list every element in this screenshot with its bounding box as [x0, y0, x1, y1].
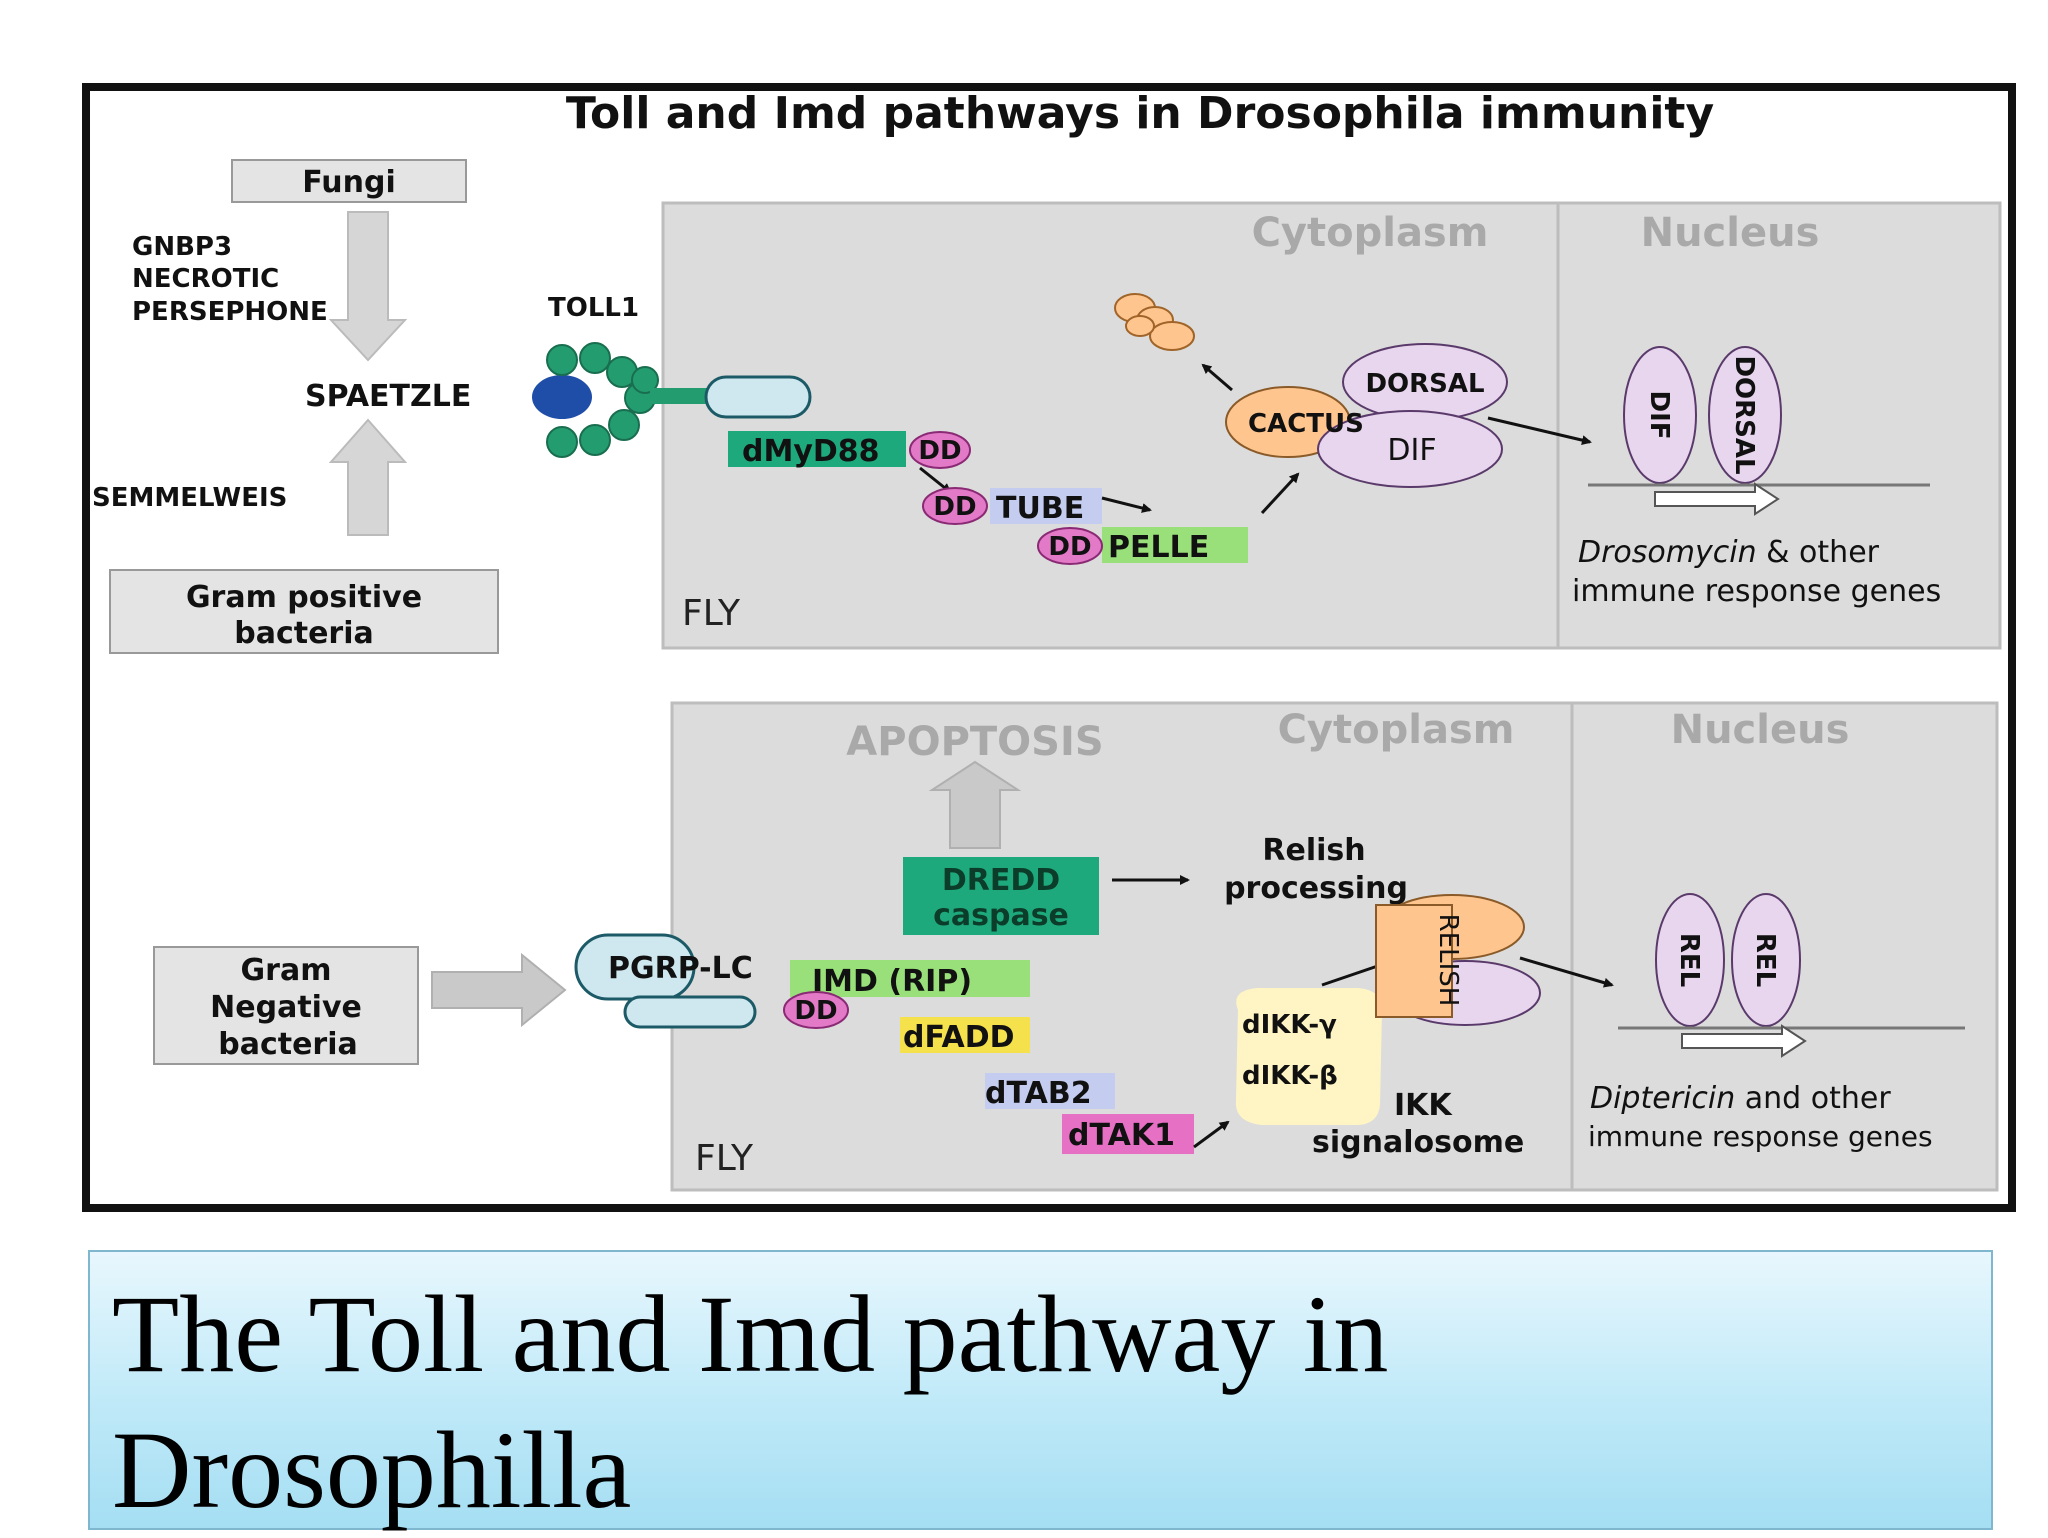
fungi-down-arrow [328, 211, 408, 362]
toll-cytoplasm-label: Cytoplasm [1252, 210, 1489, 256]
toll-target-genes-line2: immune response genes [1572, 574, 1941, 609]
gram-positive-line2: bacteria [234, 616, 374, 651]
nuclear-dif-label: DIF [1644, 390, 1674, 439]
spaetzle-label: SPAETZLE [305, 379, 471, 414]
fungi-box [231, 159, 467, 203]
dfadd-label: dFADD [903, 1020, 1015, 1055]
ikk-signalosome-blob [1235, 988, 1382, 1125]
toll1-label: TOLL1 [548, 293, 639, 323]
degraded-cactus-fragments [1114, 293, 1195, 351]
pgrp-lc-label: PGRP-LC [608, 951, 753, 986]
imd-rip-label: IMD (RIP) [812, 964, 972, 999]
fungi-label: Fungi [302, 165, 395, 200]
figure-title: Toll and Imd pathways in Drosophila immu… [566, 88, 1714, 139]
imd-death-domain [783, 991, 849, 1029]
tube-label: TUBE [996, 491, 1084, 526]
pgrp-lc-intracellular [623, 995, 757, 1029]
tube-death-domain [922, 487, 988, 525]
pelle-label: PELLE [1108, 530, 1209, 565]
toll1-transmembrane [650, 388, 710, 404]
tube-to-pelle-arrow [1101, 496, 1152, 513]
dorsal-label: DORSAL [1365, 369, 1484, 399]
tube-dd-label: DD [933, 492, 976, 522]
slide-caption: The Toll and Imd pathway in Drosophilla [112, 1273, 1389, 1531]
gram-negative-line1: Gram [241, 953, 332, 988]
dredd-caspase-box [903, 857, 1099, 935]
dtak1-label: dTAK1 [1068, 1118, 1175, 1153]
apoptosis-label: APOPTOSIS [846, 719, 1103, 765]
fungi-factor-necrotic: NECROTIC [132, 264, 279, 294]
dorsal-dif-nuclear-translocation-arrow [1487, 416, 1592, 446]
slide-caption-box: The Toll and Imd pathway in Drosophilla [88, 1250, 1993, 1531]
dif-label: DIF [1387, 433, 1436, 468]
nuclear-rel-2-label: REL [1750, 933, 1780, 987]
dtak1-box [1062, 1114, 1194, 1154]
dtak1-to-ikk-arrow [1193, 1120, 1230, 1149]
toll1-lrr-domains [546, 342, 659, 458]
dif-protein [1317, 410, 1503, 488]
imd-target-genes-line1: Diptericin and other [1590, 1081, 1891, 1116]
spaetzle-ligand [532, 375, 592, 419]
pelle-to-cactus-arrow [1260, 472, 1300, 515]
toll-nucleus-label: Nucleus [1641, 210, 1820, 256]
gram-positive-up-arrow [328, 418, 408, 536]
gram-negative-box [153, 946, 419, 1065]
cactus-degradation-arrow [1201, 363, 1233, 392]
dredd-label-line2: caspase [933, 898, 1069, 933]
gram-negative-line3: bacteria [218, 1027, 358, 1062]
toll-target-genes-line1: Drosomycin & other [1578, 535, 1880, 570]
imd-dd-label: DD [794, 996, 837, 1026]
pelle-death-domain [1037, 527, 1103, 565]
tube-box [990, 488, 1102, 524]
imd-cytoplasm-label: Cytoplasm [1278, 707, 1515, 753]
relish-processing-line1: Relish [1262, 833, 1365, 868]
gram-negative-arrow [431, 952, 567, 1028]
ikk-label-line1: IKK [1394, 1088, 1453, 1123]
toll-transcription-arrow [1654, 482, 1780, 516]
imd-target-genes-line2: immune response genes [1588, 1120, 1933, 1153]
nuclear-dorsal [1708, 346, 1782, 484]
dikk-beta-label: dIKK-β [1242, 1061, 1338, 1091]
apoptosis-arrow [928, 760, 1022, 849]
toll-fly-label: FLY [682, 593, 741, 634]
imd-nucleus-label: Nucleus [1671, 707, 1850, 753]
imd-transcription-arrow [1681, 1024, 1807, 1058]
nuclear-rel-2 [1731, 893, 1801, 1027]
pelle-dd-label: DD [1048, 532, 1091, 562]
dmyd88-box [728, 431, 906, 467]
nuclear-dorsal-label: DORSAL [1729, 355, 1759, 474]
gram-negative-line2: Negative [210, 990, 362, 1025]
gram-positive-box [109, 569, 499, 654]
dtab2-box [985, 1073, 1115, 1109]
imd-rip-box [790, 960, 1030, 997]
toll1-tir-domain [704, 375, 812, 419]
semmelweis-label: SEMMELWEIS [92, 483, 287, 513]
dmyd88-dd-label: DD [918, 436, 961, 466]
dmyd88-label: dMyD88 [742, 434, 880, 469]
imd-fly-label: FLY [695, 1138, 754, 1179]
ikk-label-line2: signalosome [1312, 1125, 1524, 1160]
fungi-factor-persephone: PERSEPHONE [132, 297, 328, 327]
pelle-box [1102, 527, 1248, 563]
nuclear-rel-1-label: REL [1674, 933, 1704, 987]
dfadd-box [900, 1017, 1030, 1053]
gram-positive-line1: Gram positive [186, 580, 422, 615]
relish-processing-line2: processing [1224, 871, 1408, 906]
dikk-gamma-label: dIKK-γ [1242, 1010, 1337, 1040]
nuclear-dif [1623, 346, 1697, 484]
relish-nuclear-translocation-arrow [1519, 956, 1614, 988]
relish-label: RELISH [1433, 914, 1463, 1007]
dtab2-label: dTAB2 [985, 1076, 1092, 1111]
relish-core [1375, 904, 1453, 1018]
cactus-label: CACTUS [1248, 409, 1364, 439]
fungi-factor-gnbp3: GNBP3 [132, 232, 232, 262]
dredd-label-line1: DREDD [942, 863, 1060, 898]
dmyd88-death-domain [909, 431, 971, 469]
nuclear-rel-1 [1655, 893, 1725, 1027]
